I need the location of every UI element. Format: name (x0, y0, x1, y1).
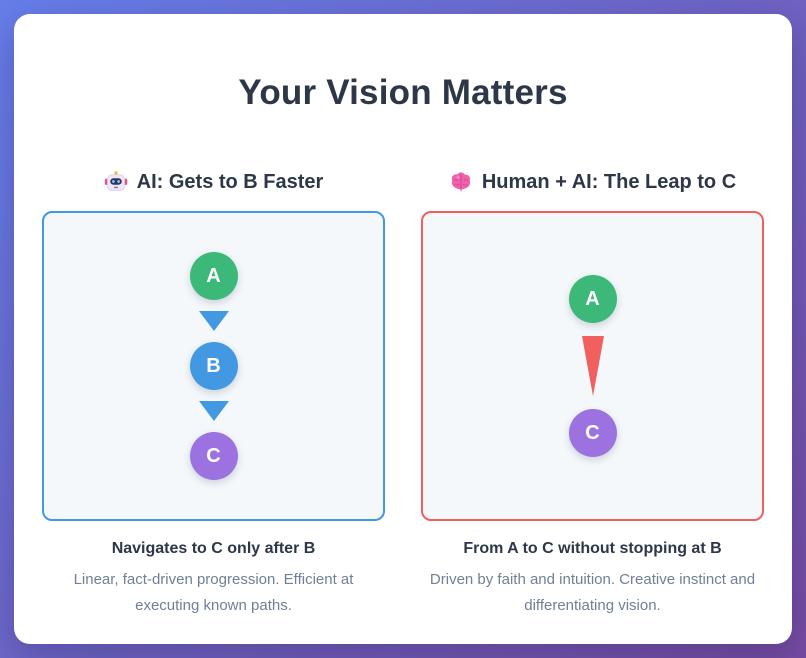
page-title: Your Vision Matters (238, 73, 568, 112)
column-ai: AI: Gets to B Faster A B C Navigates to … (42, 168, 385, 619)
robot-icon (104, 170, 128, 194)
node-b-label: B (206, 354, 221, 377)
vision-card: Your Vision Matters AI: Ge (14, 14, 792, 644)
node-c-label: C (585, 421, 600, 444)
comparison-columns: AI: Gets to B Faster A B C Navigates to … (42, 168, 764, 619)
ai-flow-panel: A B C (42, 211, 385, 521)
column-ai-heading-text: AI: Gets to B Faster (136, 170, 324, 193)
node-c-label: C (206, 444, 221, 467)
brain-icon (449, 170, 473, 194)
node-a: A (568, 275, 617, 323)
node-b: B (189, 342, 238, 390)
ai-caption-body: Linear, fact-driven progression. Efficie… (73, 571, 354, 614)
column-human-ai-heading: Human + AI: The Leap to C (449, 168, 736, 196)
arrow-down-icon (198, 311, 229, 331)
human-ai-caption-title: From A to C without stopping at B (463, 540, 722, 557)
column-human-ai-heading-text: Human + AI: The Leap to C (481, 170, 737, 193)
node-c: C (189, 432, 238, 480)
node-a-label: A (206, 264, 221, 287)
human-ai-flow-panel: A C (421, 211, 764, 521)
node-c: C (568, 409, 617, 457)
human-ai-caption-body: Driven by faith and intuition. Creative … (429, 571, 756, 614)
node-a-label: A (585, 287, 600, 310)
ai-caption-title: Navigates to C only after B (111, 540, 316, 557)
node-a: A (189, 252, 238, 300)
leap-arrow-down-icon (581, 336, 604, 396)
arrow-down-icon (198, 401, 229, 421)
column-ai-heading: AI: Gets to B Faster (104, 168, 324, 196)
column-human-ai: Human + AI: The Leap to C A C From A to … (421, 168, 764, 619)
